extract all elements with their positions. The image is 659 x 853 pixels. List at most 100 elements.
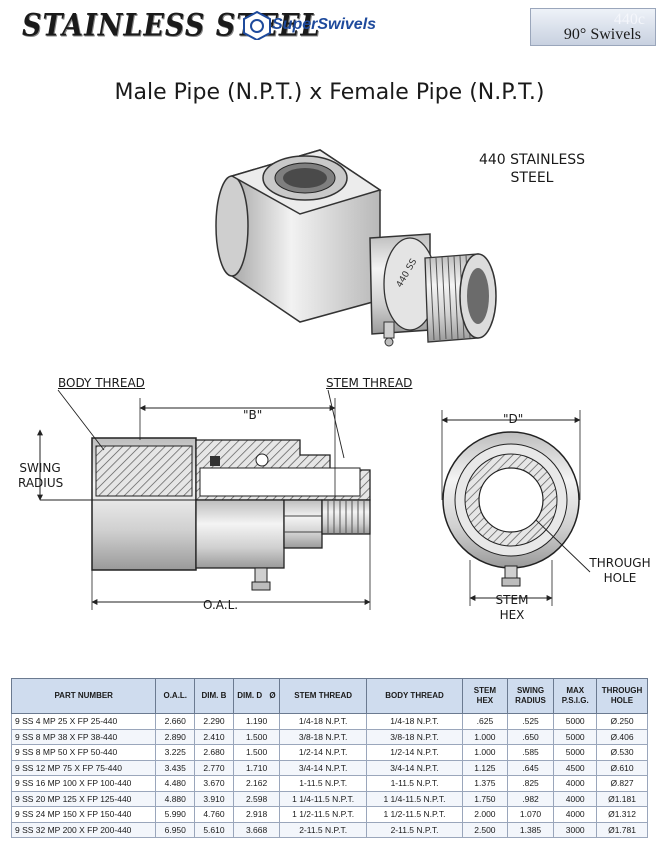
cell-body-thread: 1 1/2-11.5 N.P.T.: [365, 806, 464, 823]
cell-through-hole: Ø.610: [596, 759, 648, 776]
label-stem-thread: STEM THREAD: [326, 376, 413, 390]
cell-stem-hex: 2.500: [462, 821, 508, 838]
spec-table: PART NUMBER O.A.L. DIM. B DIM. D Ø STEM …: [10, 678, 648, 838]
header: STAINLESS STEEL SuperSwivels 440c 90° Sw…: [0, 0, 659, 48]
col-body-thread: BODY THREAD: [365, 678, 464, 714]
cell-stem-thread: 1/2-14 N.P.T.: [279, 744, 367, 761]
label-stem-hex: STEM HEX: [494, 593, 530, 623]
cell-swing-radius: .650: [506, 728, 555, 745]
series-code: 440c: [613, 11, 645, 28]
cell-dim-d: 1.500: [232, 744, 281, 761]
cell-body-thread: 1-11.5 N.P.T.: [365, 775, 464, 792]
cell-oal: 6.950: [155, 821, 196, 838]
cell-stem-thread: 3/8-18 N.P.T.: [279, 728, 367, 745]
cell-stem-hex: 1.000: [462, 728, 508, 745]
cell-max-psig: 4500: [553, 759, 598, 776]
cell-dim-b: 3.670: [194, 775, 234, 792]
end-view: [441, 410, 591, 606]
cell-through-hole: Ø.530: [596, 744, 648, 761]
label-oal: O.A.L.: [203, 598, 239, 612]
cell-swing-radius: .825: [506, 775, 555, 792]
cell-stem-thread: 1-11.5 N.P.T.: [279, 775, 367, 792]
super-swivels-logo: SuperSwivels: [240, 10, 376, 42]
material-line-1: 440 STAINLESS: [478, 152, 586, 168]
logo-text: SuperSwivels: [272, 16, 377, 33]
cell-part-number: 9 SS 8 MP 38 X FP 38-440: [10, 728, 157, 745]
page-title: Male Pipe (N.P.T.) x Female Pipe (N.P.T.…: [114, 80, 545, 105]
cell-part-number: 9 SS 4 MP 25 X FP 25-440: [10, 713, 157, 730]
cell-max-psig: 4000: [553, 775, 598, 792]
through-hole-line-1: THROUGH: [589, 556, 651, 570]
cell-dim-b: 3.910: [194, 790, 234, 807]
col-stem-hex: STEM HEX: [462, 678, 508, 714]
cell-stem-hex: 1.750: [462, 790, 508, 807]
col-swing-radius: SWING RADIUS: [506, 678, 555, 714]
through-hole-line-2: HOLE: [603, 571, 637, 585]
col-max-psig: MAX P.S.I.G.: [553, 678, 598, 714]
col-dim-b: DIM. B: [194, 678, 234, 714]
cell-dim-b: 4.760: [194, 806, 234, 823]
cell-swing-radius: 1.070: [506, 806, 555, 823]
stem-hex-line-2: HEX: [499, 608, 525, 622]
col-oal: O.A.L.: [155, 678, 196, 714]
cell-oal: 5.990: [155, 806, 196, 823]
cell-dim-d: 2.162: [232, 775, 281, 792]
product-3d-view: 440 SS: [215, 149, 497, 347]
cell-part-number: 9 SS 24 MP 150 X FP 150-440: [10, 806, 157, 823]
cell-max-psig: 4000: [553, 790, 598, 807]
cell-dim-d: 1.500: [232, 728, 281, 745]
cell-max-psig: 3000: [553, 821, 598, 838]
series-badge: 440c 90° Swivels: [530, 8, 656, 46]
cell-stem-hex: 1.000: [462, 744, 508, 761]
stem-hex-line-1: STEM: [495, 593, 529, 607]
cell-dim-d: 2.598: [232, 790, 281, 807]
col-part-number: PART NUMBER: [10, 678, 157, 714]
cell-dim-b: 2.770: [194, 759, 234, 776]
col-stem-thread: STEM THREAD: [279, 678, 367, 714]
cell-body-thread: 2-11.5 N.P.T.: [365, 821, 464, 838]
cell-max-psig: 5000: [553, 744, 598, 761]
swing-radius-line-2: RADIUS: [18, 476, 64, 490]
cell-through-hole: Ø.827: [596, 775, 648, 792]
cell-body-thread: 3/4-14 N.P.T.: [365, 759, 464, 776]
cell-max-psig: 4000: [553, 806, 598, 823]
cell-part-number: 9 SS 12 MP 75 X FP 75-440: [10, 759, 157, 776]
cell-oal: 3.225: [155, 744, 196, 761]
cell-dim-d: 2.918: [232, 806, 281, 823]
cell-stem-thread: 1 1/2-11.5 N.P.T.: [279, 806, 367, 823]
series-name: 90° Swivels: [563, 26, 641, 43]
cell-stem-hex: 2.000: [462, 806, 508, 823]
cell-dim-b: 2.680: [194, 744, 234, 761]
cell-dim-d: 1.190: [232, 713, 281, 730]
cell-oal: 4.480: [155, 775, 196, 792]
cell-stem-thread: 1 1/4-11.5 N.P.T.: [279, 790, 367, 807]
cell-stem-hex: 1.375: [462, 775, 508, 792]
cell-stem-thread: 1/4-18 N.P.T.: [279, 713, 367, 730]
cell-max-psig: 5000: [553, 728, 598, 745]
cell-part-number: 9 SS 16 MP 100 X FP 100-440: [10, 775, 157, 792]
label-swing-radius: SWING RADIUS: [18, 461, 64, 491]
cell-oal: 2.890: [155, 728, 196, 745]
col-diameter-symbol: Ø: [265, 678, 281, 714]
cell-dim-b: 5.610: [194, 821, 234, 838]
label-dim-b: "B": [243, 408, 263, 422]
col-dim-d: DIM. D: [232, 678, 266, 714]
cell-swing-radius: .645: [506, 759, 555, 776]
cell-through-hole: Ø1.312: [596, 806, 648, 823]
cell-swing-radius: .982: [506, 790, 555, 807]
cell-swing-radius: .525: [506, 713, 555, 730]
label-through-hole: THROUGH HOLE: [584, 556, 656, 586]
cell-body-thread: 3/8-18 N.P.T.: [365, 728, 464, 745]
section-view: [37, 389, 371, 610]
col-through-hole: THROUGH HOLE: [596, 678, 648, 714]
cell-stem-hex: .625: [462, 713, 508, 730]
cell-through-hole: Ø.406: [596, 728, 648, 745]
cell-part-number: 9 SS 32 MP 200 X FP 200-440: [10, 821, 157, 838]
